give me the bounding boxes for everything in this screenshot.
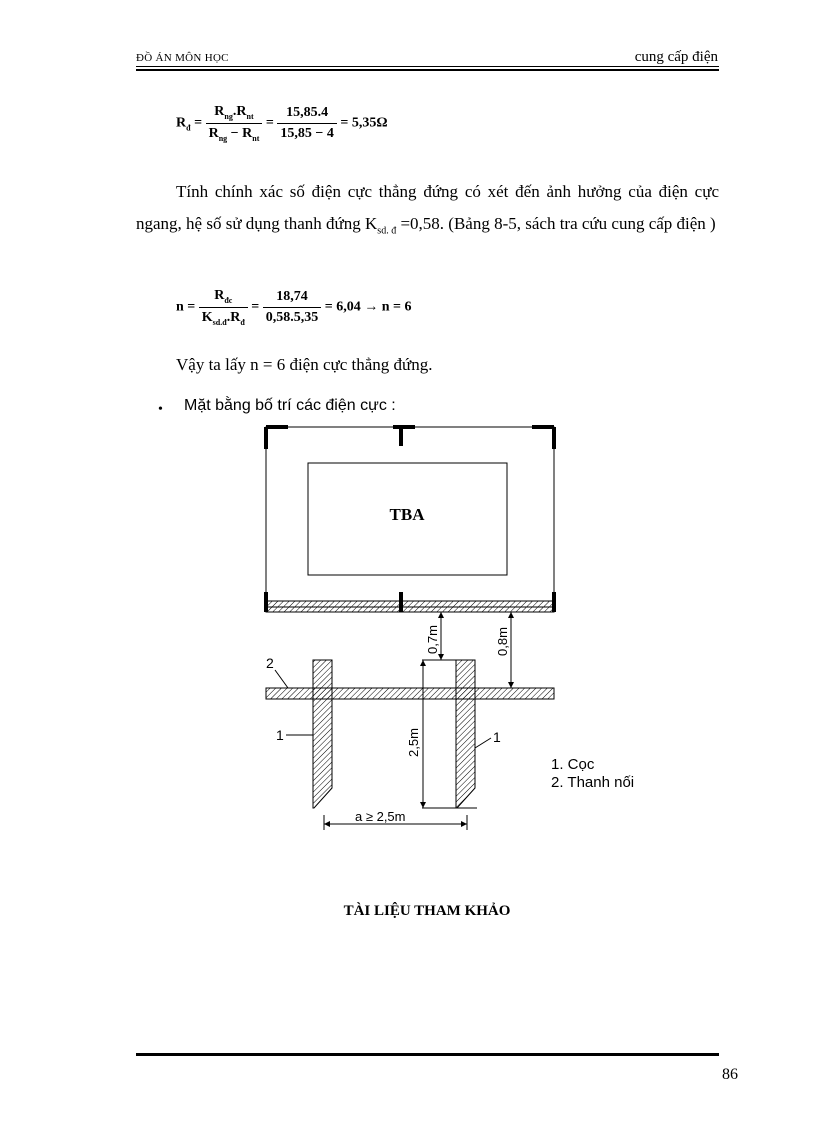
substation-label: TBA: [390, 505, 426, 524]
substation-box: [307, 462, 508, 576]
eq2-fraction-symbolic: Rđc Ksd.đ.Rđ: [198, 288, 248, 327]
paragraph-coefficient: Tính chính xác số điện cực thẳng đứng có…: [136, 182, 719, 237]
label-2: 2: [266, 655, 274, 671]
legend-item-pile: 1. Cọc: [551, 756, 595, 773]
eq2-lhs: n: [176, 299, 184, 315]
header-right: cung cấp điện: [634, 49, 718, 65]
top-strip-hatched: [265, 600, 555, 613]
label-1-left: 1: [276, 727, 284, 743]
bullet-text: Mặt bằng bố trí các điện cực :: [184, 397, 396, 414]
dim-spacing: a ≥ 2,5m: [355, 809, 406, 824]
header-rule: [136, 66, 719, 67]
eq2-fraction-numeric: 18,74 0,58.5,35: [262, 289, 322, 326]
header-left: ĐỒ ÁN MÔN HỌC: [136, 52, 229, 64]
eq1-result: = 5,35Ω: [340, 115, 388, 131]
eq1-lhs-sub: đ: [186, 123, 191, 133]
conclusion-line: Vậy ta lấy n = 6 điện cực thẳng đứng.: [176, 355, 433, 374]
eq1-lhs: R: [176, 115, 187, 131]
top-mid-mark: [393, 425, 415, 446]
electrode-right: [455, 659, 476, 809]
eq2-result: = 6,04 → n = 6: [324, 299, 412, 315]
footer-rule: [136, 1053, 719, 1056]
legend-item-bar: 2. Thanh nối: [551, 774, 635, 791]
page-number: 86: [722, 1066, 738, 1083]
label-1-right: 1: [493, 729, 501, 745]
dim-0-8m: 0,8m: [495, 627, 510, 656]
references-title: TÀI LIỆU THAM KHẢO: [343, 903, 511, 919]
corner-mark-tr: [532, 425, 556, 449]
electrode-left: [312, 659, 333, 809]
equation-count: n = Rđc Ksd.đ.Rđ = 18,74 0,58.5,35 = 6,0…: [176, 288, 412, 327]
dim-0-7m: 0,7m: [425, 625, 440, 654]
header-rule-thick: [136, 69, 719, 71]
dim-2-5m: 2,5m: [406, 728, 421, 757]
bullet-icon: •: [158, 402, 163, 417]
electrode-layout-diagram: TBA 0,7m 0,8m 2,5m a ≥ 2,5m 2 1 1: [264, 425, 556, 830]
eq1-fraction-symbolic: Rng.Rnt Rng − Rnt: [205, 104, 263, 143]
connecting-bar: [265, 687, 555, 700]
eq1-fraction-numeric: 15,85.4 15,85 − 4: [277, 105, 337, 142]
corner-mark-tl: [264, 425, 288, 449]
equation-resistance: Rđ = Rng.Rnt Rng − Rnt = 15,85.4 15,85 −…: [176, 104, 388, 143]
